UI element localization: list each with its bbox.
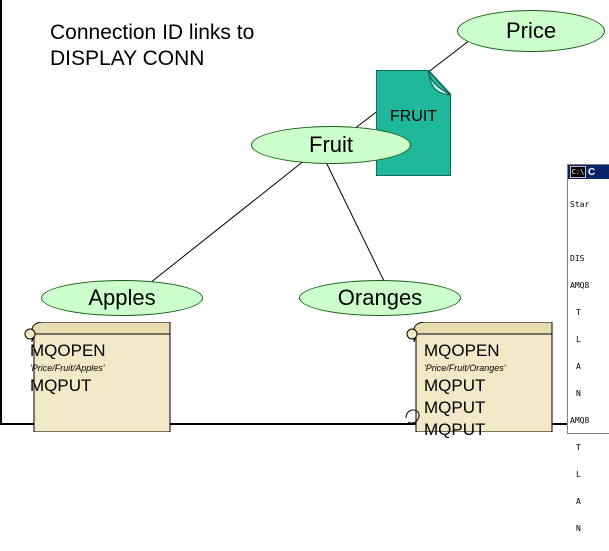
scroll-apples-line-2: MQPUT — [30, 376, 92, 395]
console-line: T — [576, 308, 581, 317]
scroll-apples-line-1: MQOPEN — [30, 341, 106, 360]
caption: Connection ID links to DISPLAY CONN — [50, 20, 310, 72]
node-price: Price — [457, 10, 605, 52]
console-line: A — [576, 497, 581, 506]
node-oranges-label: Oranges — [337, 285, 423, 310]
console-line: DIS — [570, 254, 585, 263]
console-line: N — [576, 389, 581, 398]
console-line: AMQ8 — [570, 281, 590, 290]
edge-fruit-oranges — [324, 159, 386, 284]
node-apples-label: Apples — [88, 285, 156, 310]
scroll-oranges-line-2: MQPUT — [424, 376, 486, 395]
scroll-apples-topic: 'Price/Fruit/Apples' — [30, 363, 105, 373]
node-fruit-label: Fruit — [309, 132, 353, 157]
console-line: L — [576, 335, 581, 344]
scroll-oranges-text: MQOPEN 'Price/Fruit/Oranges' MQPUT MQPUT… — [424, 340, 505, 441]
console-line: N — [576, 524, 581, 533]
console-blank-line — [570, 227, 609, 236]
console-output: Star DIS AMQ8 T L A N AMQ8 T L A N — [568, 179, 609, 551]
scroll-oranges-line-1: MQOPEN — [424, 341, 500, 360]
console-app-icon: C:\ — [570, 166, 586, 178]
console-line: AMQ8 — [570, 416, 590, 425]
frame-left-border — [0, 0, 2, 425]
console-line: A — [576, 362, 581, 371]
console-window[interactable]: C:\ C Star DIS AMQ8 T L A N AMQ8 T L A N — [567, 164, 609, 533]
scroll-apples-shape — [24, 322, 171, 432]
caption-line-2: DISPLAY CONN — [50, 47, 205, 70]
scroll-oranges-line-3: MQPUT — [424, 398, 486, 417]
node-price-label: Price — [505, 18, 557, 43]
scroll-oranges-topic: 'Price/Fruit/Oranges' — [424, 363, 506, 373]
scroll-oranges-shape — [405, 322, 553, 432]
console-title: C — [588, 166, 596, 178]
console-line: L — [576, 470, 581, 479]
console-line: T — [576, 443, 581, 452]
scroll-apples-text: MQOPEN 'Price/Fruit/Apples' MQPUT — [30, 340, 106, 397]
topic-document-label: FRUIT — [389, 108, 438, 125]
node-apples: Apples — [41, 280, 203, 316]
frame-bottom-border — [0, 423, 609, 425]
console-line: Star — [570, 200, 590, 209]
scroll-oranges: MQOPEN 'Price/Fruit/Oranges' MQPUT MQPUT… — [404, 322, 554, 439]
edge-fruit-apples — [149, 159, 306, 284]
scroll-apples: MQOPEN 'Price/Fruit/Apples' MQPUT — [22, 322, 172, 432]
node-fruit: Fruit — [251, 126, 411, 164]
console-titlebar[interactable]: C:\ C — [568, 165, 609, 179]
node-oranges: Oranges — [299, 280, 461, 316]
caption-line-1: Connection ID links to — [50, 21, 255, 44]
scroll-oranges-line-4: MQPUT — [424, 420, 486, 439]
